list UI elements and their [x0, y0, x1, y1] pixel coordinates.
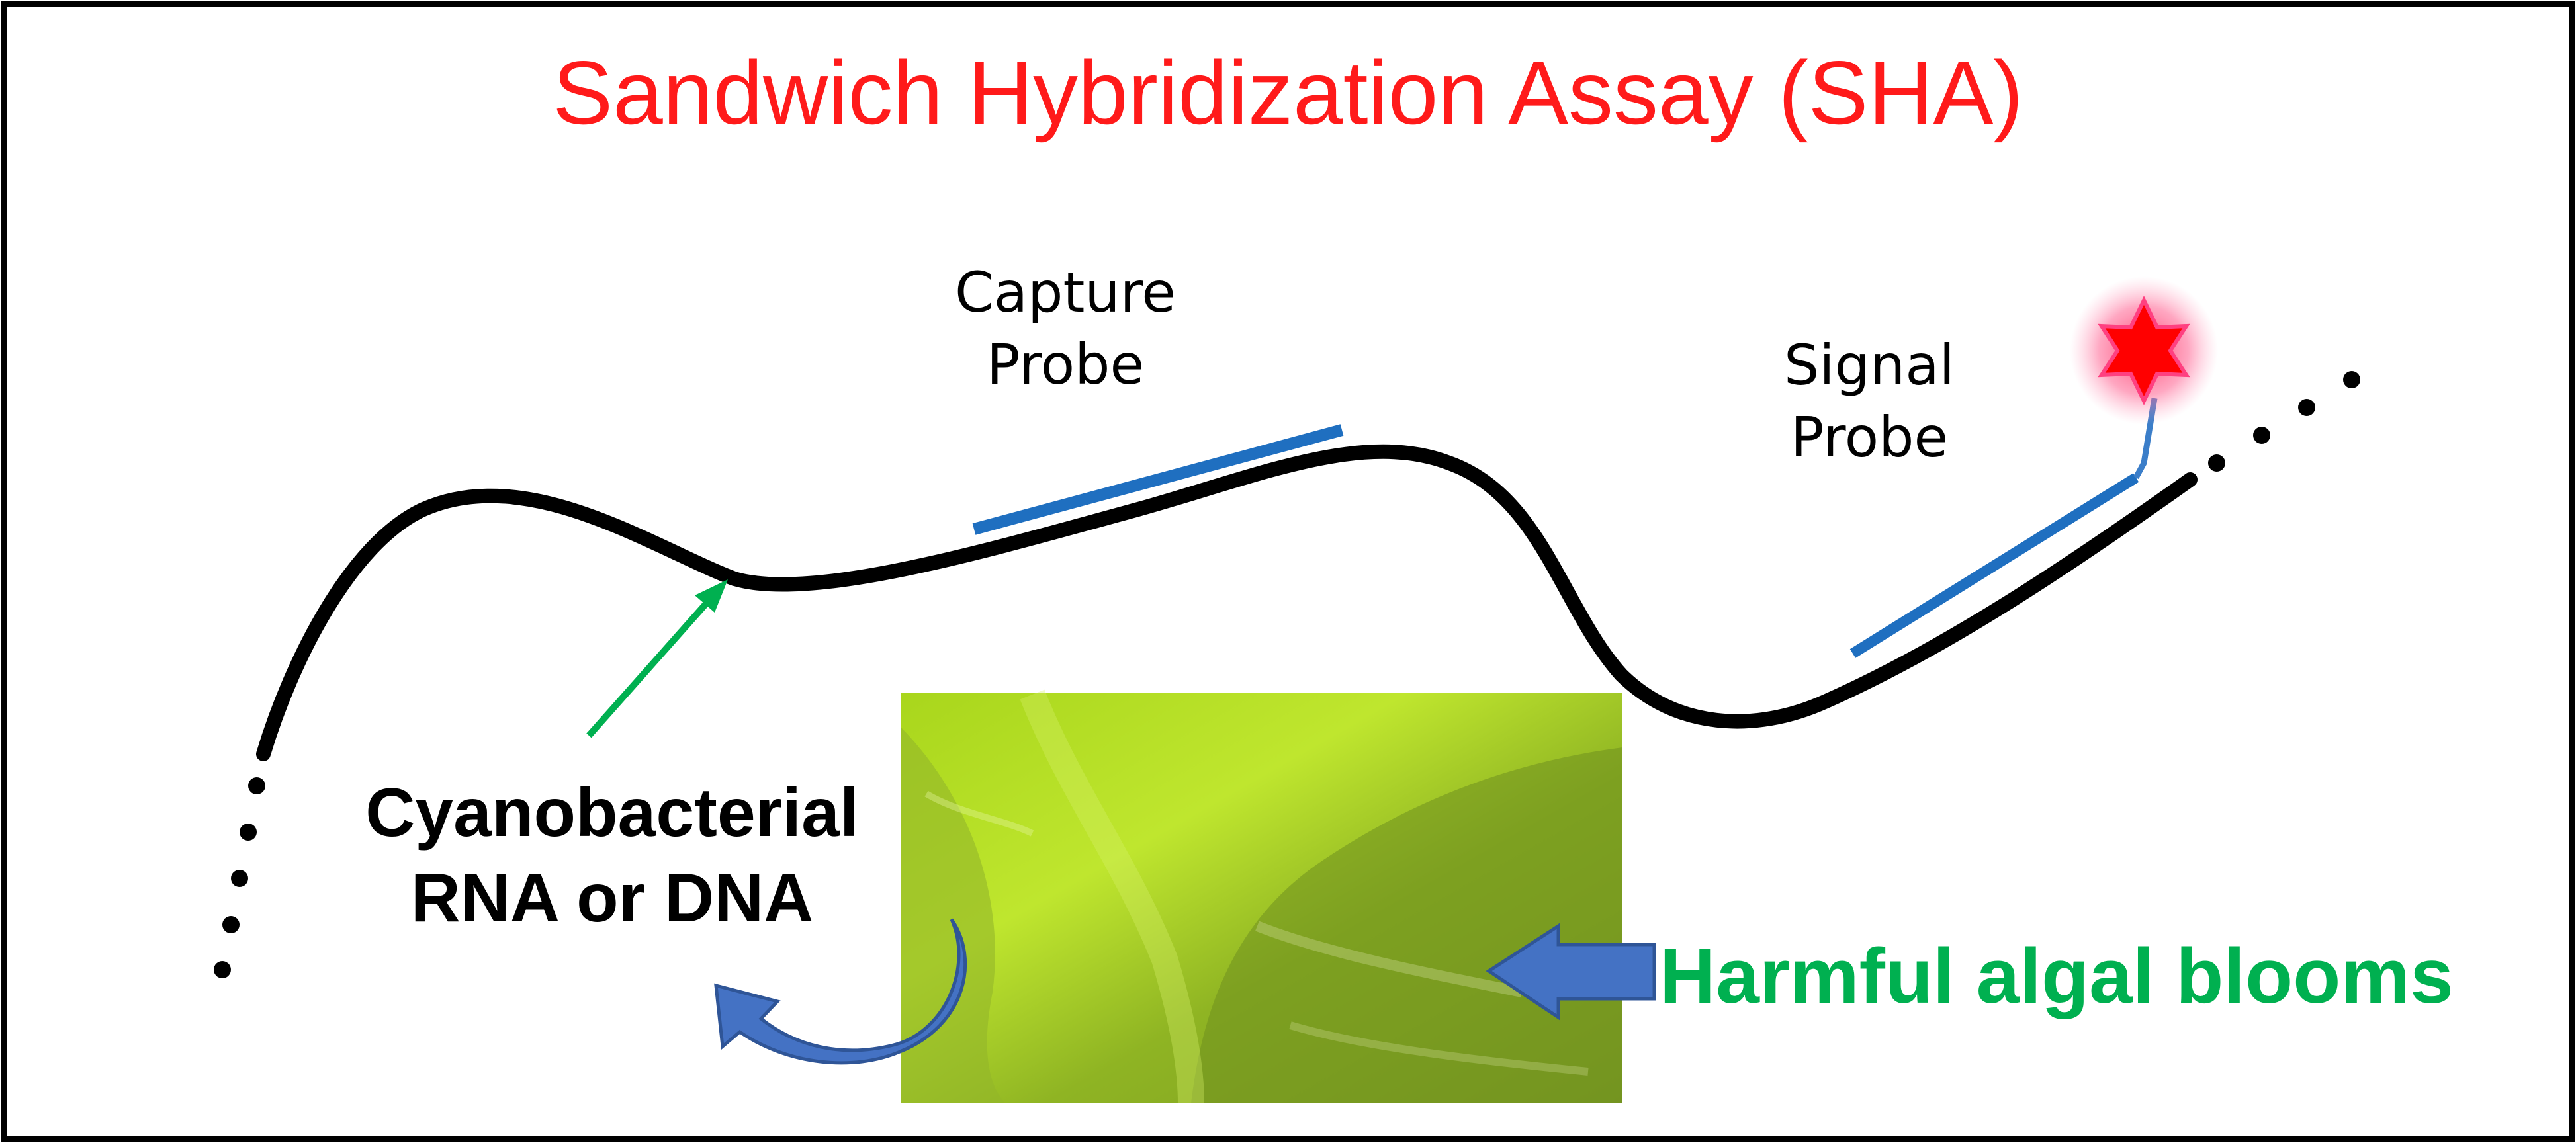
strand-dots-right — [2208, 371, 2360, 472]
signal-probe-line — [1849, 473, 2139, 658]
capture-probe-line — [972, 424, 1344, 535]
algal-bloom-photo — [901, 689, 1622, 1104]
diagram-title: Sandwich Hybridization Assay (SHA) — [553, 42, 2023, 143]
signal-probe-label: Signal Probe — [1720, 329, 2018, 474]
pointer-arrow-icon — [586, 579, 728, 738]
signal-probe-label-line2: Probe — [1790, 405, 1949, 470]
strand-dots-left — [214, 777, 265, 978]
signal-probe-label-line1: Signal — [1783, 333, 1955, 398]
target-nucleic-acid-label: Cyanobacterial RNA or DNA — [265, 771, 959, 941]
target-label-line2: RNA or DNA — [410, 859, 814, 937]
nucleic-acid-strand — [256, 444, 2198, 761]
block-arrow-icon — [1486, 923, 1656, 1021]
capture-probe-label-line2: Probe — [986, 332, 1145, 398]
target-label-line1: Cyanobacterial — [365, 775, 859, 851]
capture-probe-label-line1: Capture — [955, 260, 1176, 325]
curved-arrow-icon — [714, 918, 967, 1065]
harmful-algal-blooms-label: Harmful algal blooms — [1660, 933, 2454, 1020]
label-star-icon — [2070, 276, 2218, 425]
capture-probe-label: Capture Probe — [900, 257, 1231, 401]
